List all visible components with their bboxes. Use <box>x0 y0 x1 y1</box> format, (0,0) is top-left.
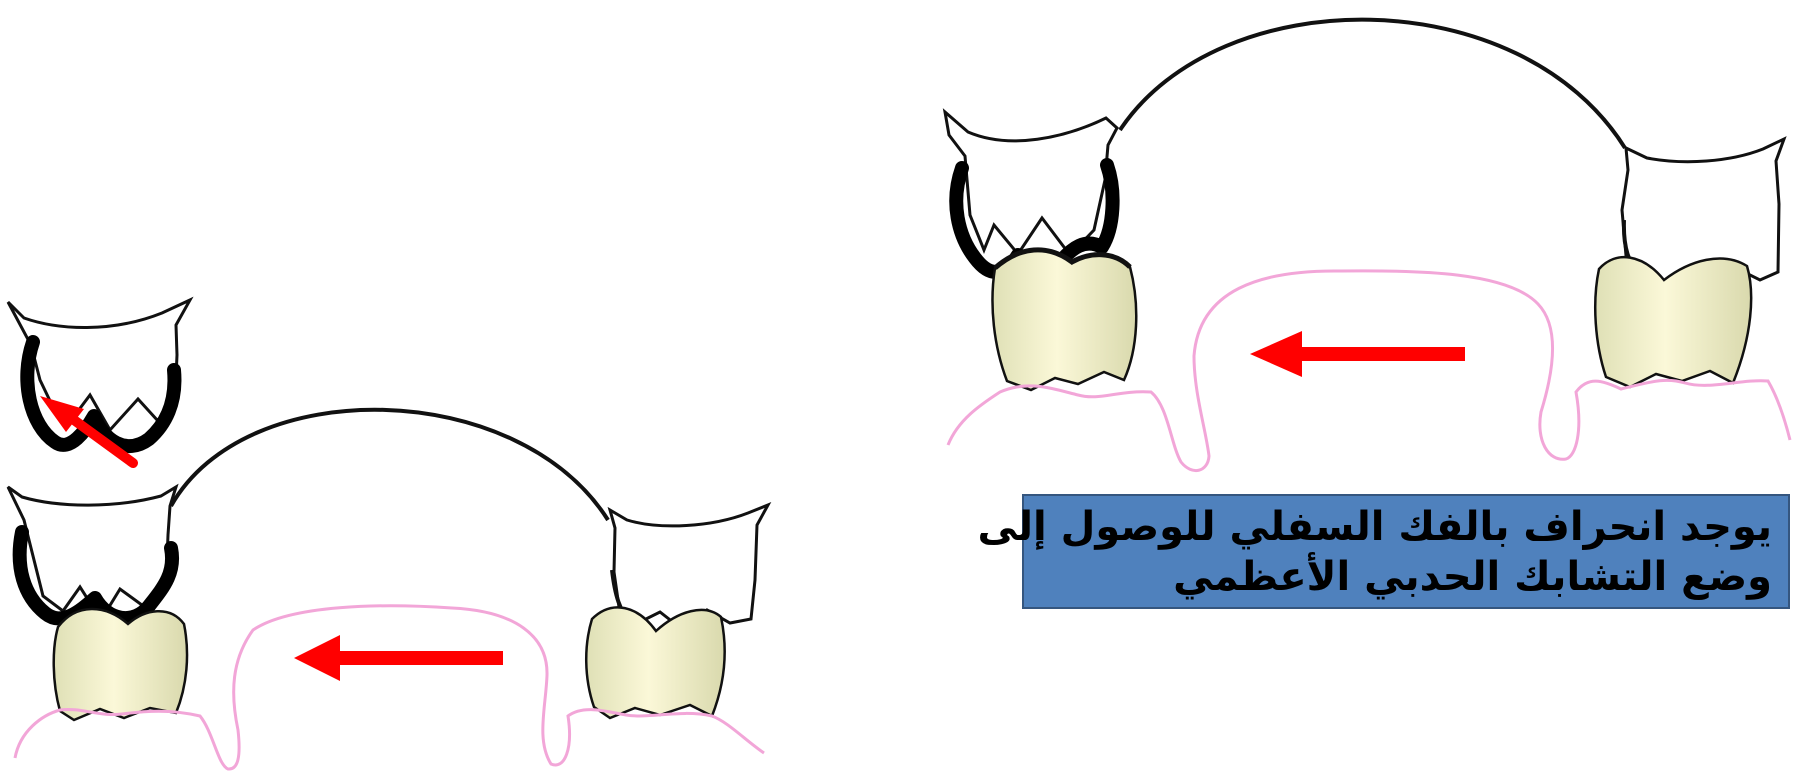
left-lower-tooth <box>992 250 1136 390</box>
caption-line-2: وضع التشابك الحدبي الأعظمي <box>1040 552 1772 602</box>
caption-line-1: يوجد انحراف بالفك السفلي للوصول إلى <box>1040 502 1772 552</box>
left-upper-tooth <box>8 487 176 620</box>
right-occlusion-scene <box>945 20 1790 471</box>
caption-box: يوجد انحراف بالفك السفلي للوصول إلى وضع … <box>1022 494 1790 609</box>
right-lower-tooth <box>1595 257 1751 387</box>
upper-arch-line <box>1120 20 1625 148</box>
upper-arch-line <box>171 410 608 520</box>
right-lower-tooth <box>586 607 724 718</box>
left-occlusion-scene <box>8 300 768 769</box>
displaced-upper-tooth <box>8 300 190 446</box>
left-lower-tooth <box>54 609 187 720</box>
red-arrow-icon <box>294 635 503 681</box>
red-arrow-icon <box>1250 331 1465 377</box>
